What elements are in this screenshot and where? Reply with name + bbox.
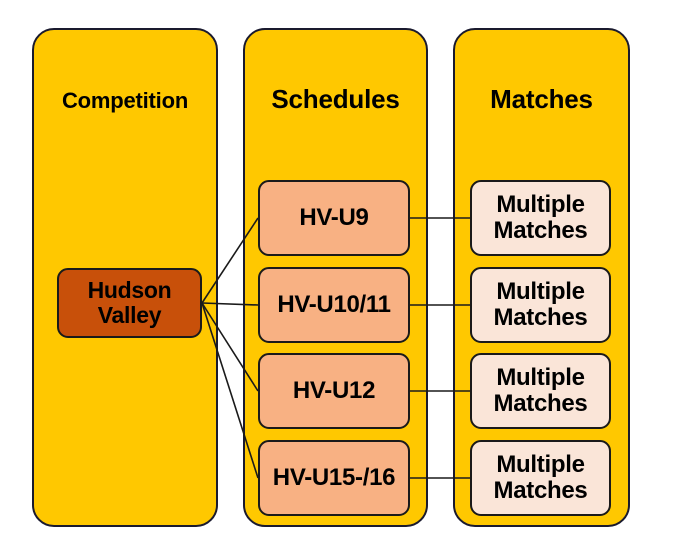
column-header-schedules: Schedules: [271, 84, 400, 114]
node-matches-2[interactable]: Multiple Matches: [470, 267, 611, 343]
node-hv-u10-11-label: HV-U10/11: [277, 291, 391, 319]
node-matches-3-line1: Multiple: [496, 364, 585, 392]
node-matches-1[interactable]: Multiple Matches: [470, 180, 611, 256]
node-hv-u10-11[interactable]: HV-U10/11: [258, 267, 410, 343]
node-hudson-valley[interactable]: Hudson Valley: [57, 268, 202, 338]
node-matches-4-line1: Multiple: [496, 451, 585, 479]
node-matches-2-line1: Multiple: [496, 278, 585, 306]
node-hv-u12-label: HV-U12: [292, 377, 376, 405]
node-hv-u12[interactable]: HV-U12: [258, 353, 410, 429]
node-hudson-valley-line1: Hudson: [87, 277, 172, 304]
node-hv-u15-16-label: HV-U15-/16: [272, 464, 396, 492]
node-matches-1-line2: Matches: [493, 217, 588, 244]
node-matches-2-line2: Matches: [493, 304, 588, 331]
node-hv-u9-label: HV-U9: [299, 204, 369, 232]
node-hv-u9[interactable]: HV-U9: [258, 180, 410, 256]
node-matches-3-line2: Matches: [493, 390, 588, 417]
column-header-competition: Competition: [61, 88, 189, 113]
column-header-matches: Matches: [490, 84, 593, 114]
node-matches-4[interactable]: Multiple Matches: [470, 440, 611, 516]
node-matches-3[interactable]: Multiple Matches: [470, 353, 611, 429]
node-matches-1-line1: Multiple: [496, 191, 585, 219]
node-hv-u15-16[interactable]: HV-U15-/16: [258, 440, 410, 516]
node-matches-4-line2: Matches: [493, 477, 588, 504]
node-hudson-valley-line2: Valley: [97, 302, 162, 328]
